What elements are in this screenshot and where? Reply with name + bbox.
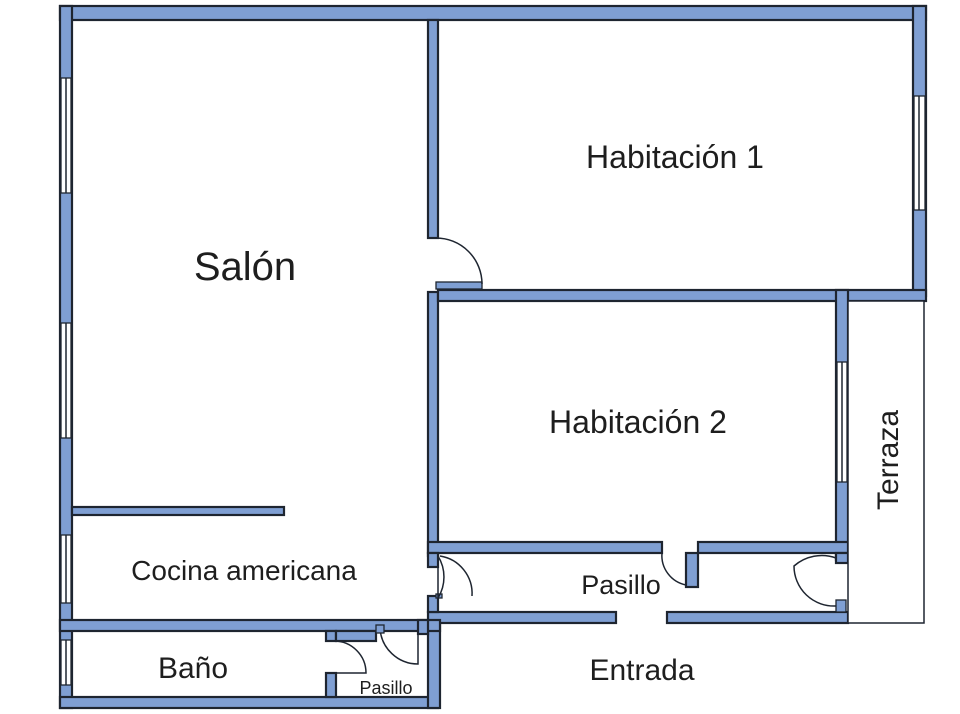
- wall-bano-right-lower: [324, 671, 338, 699]
- wall-top: [58, 4, 928, 22]
- wall-hab2-bottom-right: [696, 540, 850, 555]
- door-salon-pasillo: [435, 555, 473, 599]
- label-habitacion-2: Habitación 2: [549, 404, 727, 440]
- windows: [60, 77, 926, 686]
- label-terraza: Terraza: [872, 410, 905, 510]
- wall-salon-lower: [426, 290, 440, 558]
- wall-pasillo-small-stub: [416, 618, 430, 636]
- wall-bottom-bano: [58, 695, 440, 710]
- room-labels: Salón Habitación 1 Habitación 2 Cocina a…: [131, 139, 905, 698]
- label-habitacion-1: Habitación 1: [586, 139, 764, 175]
- wall-hall-bottom-left: [426, 610, 618, 625]
- wall-bano-right-upper: [324, 629, 338, 643]
- door-hab2: [661, 546, 687, 586]
- exterior-walls: [58, 4, 928, 710]
- terrace-outline: [847, 300, 925, 624]
- wall-hab2-bottom-left: [426, 540, 664, 555]
- door-terraza: [793, 554, 847, 613]
- label-pasillo: Pasillo: [581, 570, 661, 600]
- kitchen-counter-line: [70, 505, 286, 517]
- door-bano: [333, 640, 367, 674]
- door-pasillo-cocina: [375, 624, 419, 665]
- wall-hall-jamb-left: [426, 551, 440, 569]
- door-hab1: [435, 237, 483, 290]
- wall-salon-upper: [426, 18, 440, 240]
- wall-hall-jamb-bottom: [426, 594, 440, 614]
- wall-hall-jamb-right: [684, 551, 700, 589]
- label-bano: Baño: [158, 652, 228, 685]
- label-pasillo-small: Pasillo: [359, 678, 412, 698]
- wall-entrance-right: [426, 618, 442, 710]
- interior-walls: [58, 18, 928, 699]
- wall-hall-jamb-far: [834, 551, 850, 565]
- doors: [333, 237, 847, 674]
- label-salon: Salón: [194, 245, 296, 289]
- wall-hall-bottom-right: [665, 610, 850, 625]
- wall-pasillo-small-top: [334, 629, 378, 643]
- label-cocina: Cocina americana: [131, 555, 357, 586]
- label-entrada: Entrada: [589, 654, 694, 687]
- wall-hab1-bottom: [436, 288, 928, 303]
- wall-kitchen-bottom: [58, 618, 442, 633]
